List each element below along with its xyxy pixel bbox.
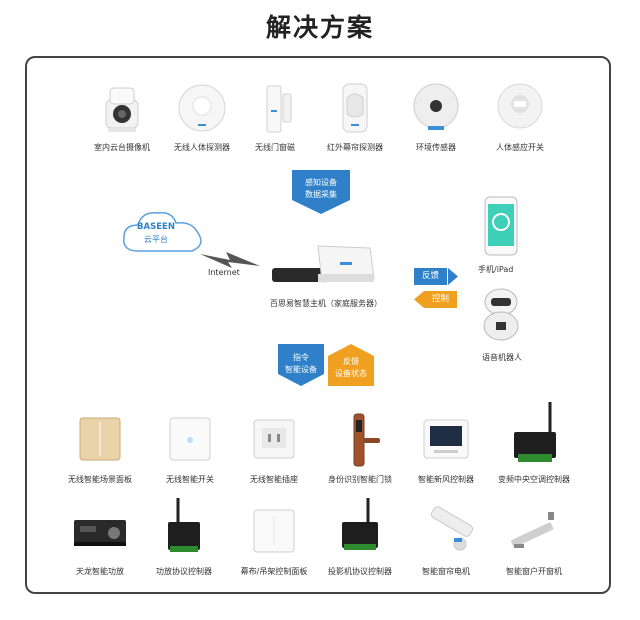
projector-controller-icon	[332, 496, 388, 560]
command-arrow	[278, 344, 324, 386]
smart-switch-icon	[162, 412, 218, 468]
feedback-tag-arrow	[448, 268, 458, 285]
device-ac-controller: 变频中央空调控制器	[484, 400, 584, 485]
device-door-lock: 身份识别智能门锁	[310, 412, 410, 485]
hub-icon	[272, 245, 375, 283]
device-label: 变频中央空调控制器	[498, 475, 570, 484]
device-amplifier: 天龙智能功放	[50, 504, 150, 577]
control-tag-arrow	[414, 291, 424, 308]
device-label: 智能窗户开窗机	[506, 567, 562, 576]
camera-icon	[94, 80, 150, 136]
device-label: 功放协议控制器	[156, 567, 212, 576]
cloud-brand: BASEEN	[137, 222, 175, 232]
lightning-icon	[200, 252, 260, 268]
device-window-opener: 智能窗户开窗机	[484, 504, 584, 577]
mobile-icon	[484, 196, 518, 256]
page-title: 解决方案	[265, 13, 374, 42]
ac-controller-icon	[506, 400, 562, 468]
door-lock-icon	[332, 412, 388, 468]
device-body-sensor-switch: 人体感应开关	[470, 80, 570, 153]
device-label: 人体感应开关	[496, 143, 544, 152]
sense-arrow	[292, 170, 350, 214]
scene-panel-icon	[72, 412, 128, 468]
robot-icon	[483, 288, 519, 341]
device-label: 智能新风控制器	[418, 475, 474, 484]
device-label: 无线智能插座	[250, 475, 298, 484]
smart-socket-icon	[246, 412, 302, 468]
device-label: 幕布/吊架控制面板	[240, 567, 308, 576]
device-curtain-detector: 红外幕帘探测器	[305, 80, 405, 153]
device-label: 天龙智能功放	[76, 567, 124, 576]
internet-label: Internet	[208, 268, 240, 277]
door-sensor-icon	[247, 80, 303, 136]
device-projector-controller: 投影机协议控制器	[310, 496, 410, 577]
device-label: 投影机协议控制器	[328, 567, 392, 576]
sense-arrow-text: 感知设备 数据采集	[305, 178, 337, 199]
screen-panel-icon	[246, 504, 302, 560]
cloud-subtitle: 云平台	[144, 235, 168, 244]
device-label: 无线门窗磁	[255, 143, 295, 152]
fresh-air-controller-icon	[418, 412, 474, 468]
status-arrow	[328, 344, 374, 386]
device-motion-sensor: 无线人体探测器	[152, 80, 252, 153]
solution-frame	[25, 56, 611, 594]
device-label: 无线人体探测器	[174, 143, 230, 152]
device-environment-sensor: 环境传感器	[386, 80, 486, 153]
curtain-detector-icon	[327, 80, 383, 136]
device-label: 室内云台摄像机	[94, 143, 150, 152]
command-arrow-text: 指令 智能设备	[285, 353, 317, 374]
device-scene-panel: 无线智能场景面板	[50, 412, 150, 485]
device-label: 无线智能场景面板	[68, 475, 132, 484]
curtain-motor-icon	[418, 504, 474, 560]
hub-label: 百思易智慧主机（家庭服务器）	[270, 299, 382, 308]
device-label: 无线智能开关	[166, 475, 214, 484]
device-amp-protocol-controller: 功放协议控制器	[134, 496, 234, 577]
device-door-sensor: 无线门窗磁	[225, 80, 325, 153]
amplifier-icon	[72, 504, 128, 560]
robot-label: 语音机器人	[482, 353, 522, 362]
control-tag: 控制	[424, 291, 458, 308]
amp-protocol-controller-icon	[156, 496, 212, 560]
device-smart-switch: 无线智能开关	[140, 412, 240, 485]
device-curtain-motor: 智能窗帘电机	[396, 504, 496, 577]
mobile-label: 手机/iPad	[478, 265, 514, 274]
device-label: 环境传感器	[416, 143, 456, 152]
device-label: 智能窗帘电机	[422, 567, 470, 576]
device-fresh-air-controller: 智能新风控制器	[396, 412, 496, 485]
status-arrow-text: 反馈 设备状态	[335, 357, 367, 378]
device-label: 身份识别智能门锁	[328, 475, 392, 484]
motion-sensor-icon	[174, 80, 230, 136]
feedback-tag: 反馈	[414, 268, 448, 285]
environment-sensor-icon	[408, 80, 464, 136]
device-screen-panel: 幕布/吊架控制面板	[224, 504, 324, 577]
device-label: 红外幕帘探测器	[327, 143, 383, 152]
cloud-icon	[123, 211, 202, 252]
device-indoor-camera: 室内云台摄像机	[72, 80, 172, 153]
device-smart-socket: 无线智能插座	[224, 412, 324, 485]
body-sensor-switch-icon	[492, 80, 548, 136]
window-opener-icon	[506, 504, 562, 560]
